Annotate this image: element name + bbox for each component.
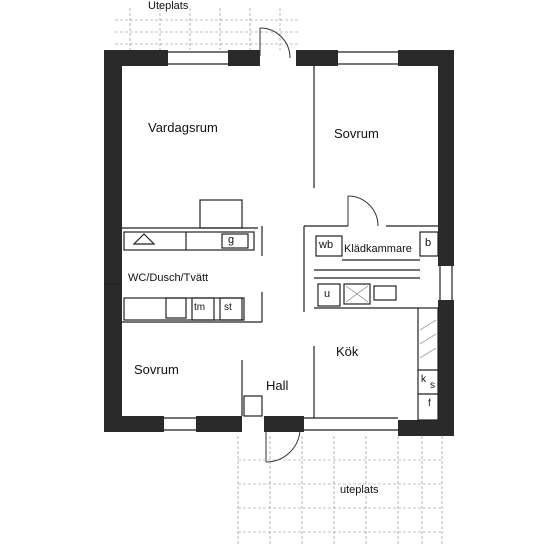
top-door bbox=[259, 27, 291, 59]
outer-walls bbox=[104, 50, 454, 436]
label-uteplats-bottom: uteplats bbox=[340, 484, 379, 496]
bottom-door bbox=[265, 429, 301, 463]
label-kladkammare: Klädkammare bbox=[344, 243, 412, 255]
living-room-block bbox=[199, 199, 243, 229]
label-g: g bbox=[228, 234, 235, 246]
kitchen-fixtures bbox=[314, 283, 439, 421]
label-s: s bbox=[430, 380, 435, 391]
closet-door bbox=[347, 195, 379, 227]
label-kok: Kök bbox=[336, 344, 359, 359]
label-f: f bbox=[428, 398, 431, 409]
patio-bottom-paving bbox=[237, 436, 443, 545]
label-k: k bbox=[421, 374, 426, 385]
closet-fixtures bbox=[315, 231, 439, 261]
label-uteplats-top: Uteplats bbox=[148, 0, 189, 12]
label-b: b bbox=[425, 237, 432, 249]
label-wc-dusch-tvatt: WC/Dusch/Tvätt bbox=[128, 272, 209, 284]
hall-cabinet bbox=[243, 395, 263, 417]
label-hall: Hall bbox=[266, 378, 289, 393]
label-u: u bbox=[324, 288, 331, 300]
label-tm: tm bbox=[194, 302, 206, 313]
label-st: st bbox=[224, 302, 232, 313]
label-wb: wb bbox=[319, 239, 334, 251]
windows bbox=[106, 51, 453, 431]
label-sovrum-top: Sovrum bbox=[334, 126, 379, 141]
patio-top-paving bbox=[115, 8, 300, 50]
interior-walls bbox=[122, 66, 438, 418]
label-vardagsrum: Vardagsrum bbox=[148, 120, 218, 135]
label-sovrum-bottom: Sovrum bbox=[134, 362, 179, 377]
bathroom-fixtures bbox=[123, 231, 255, 321]
